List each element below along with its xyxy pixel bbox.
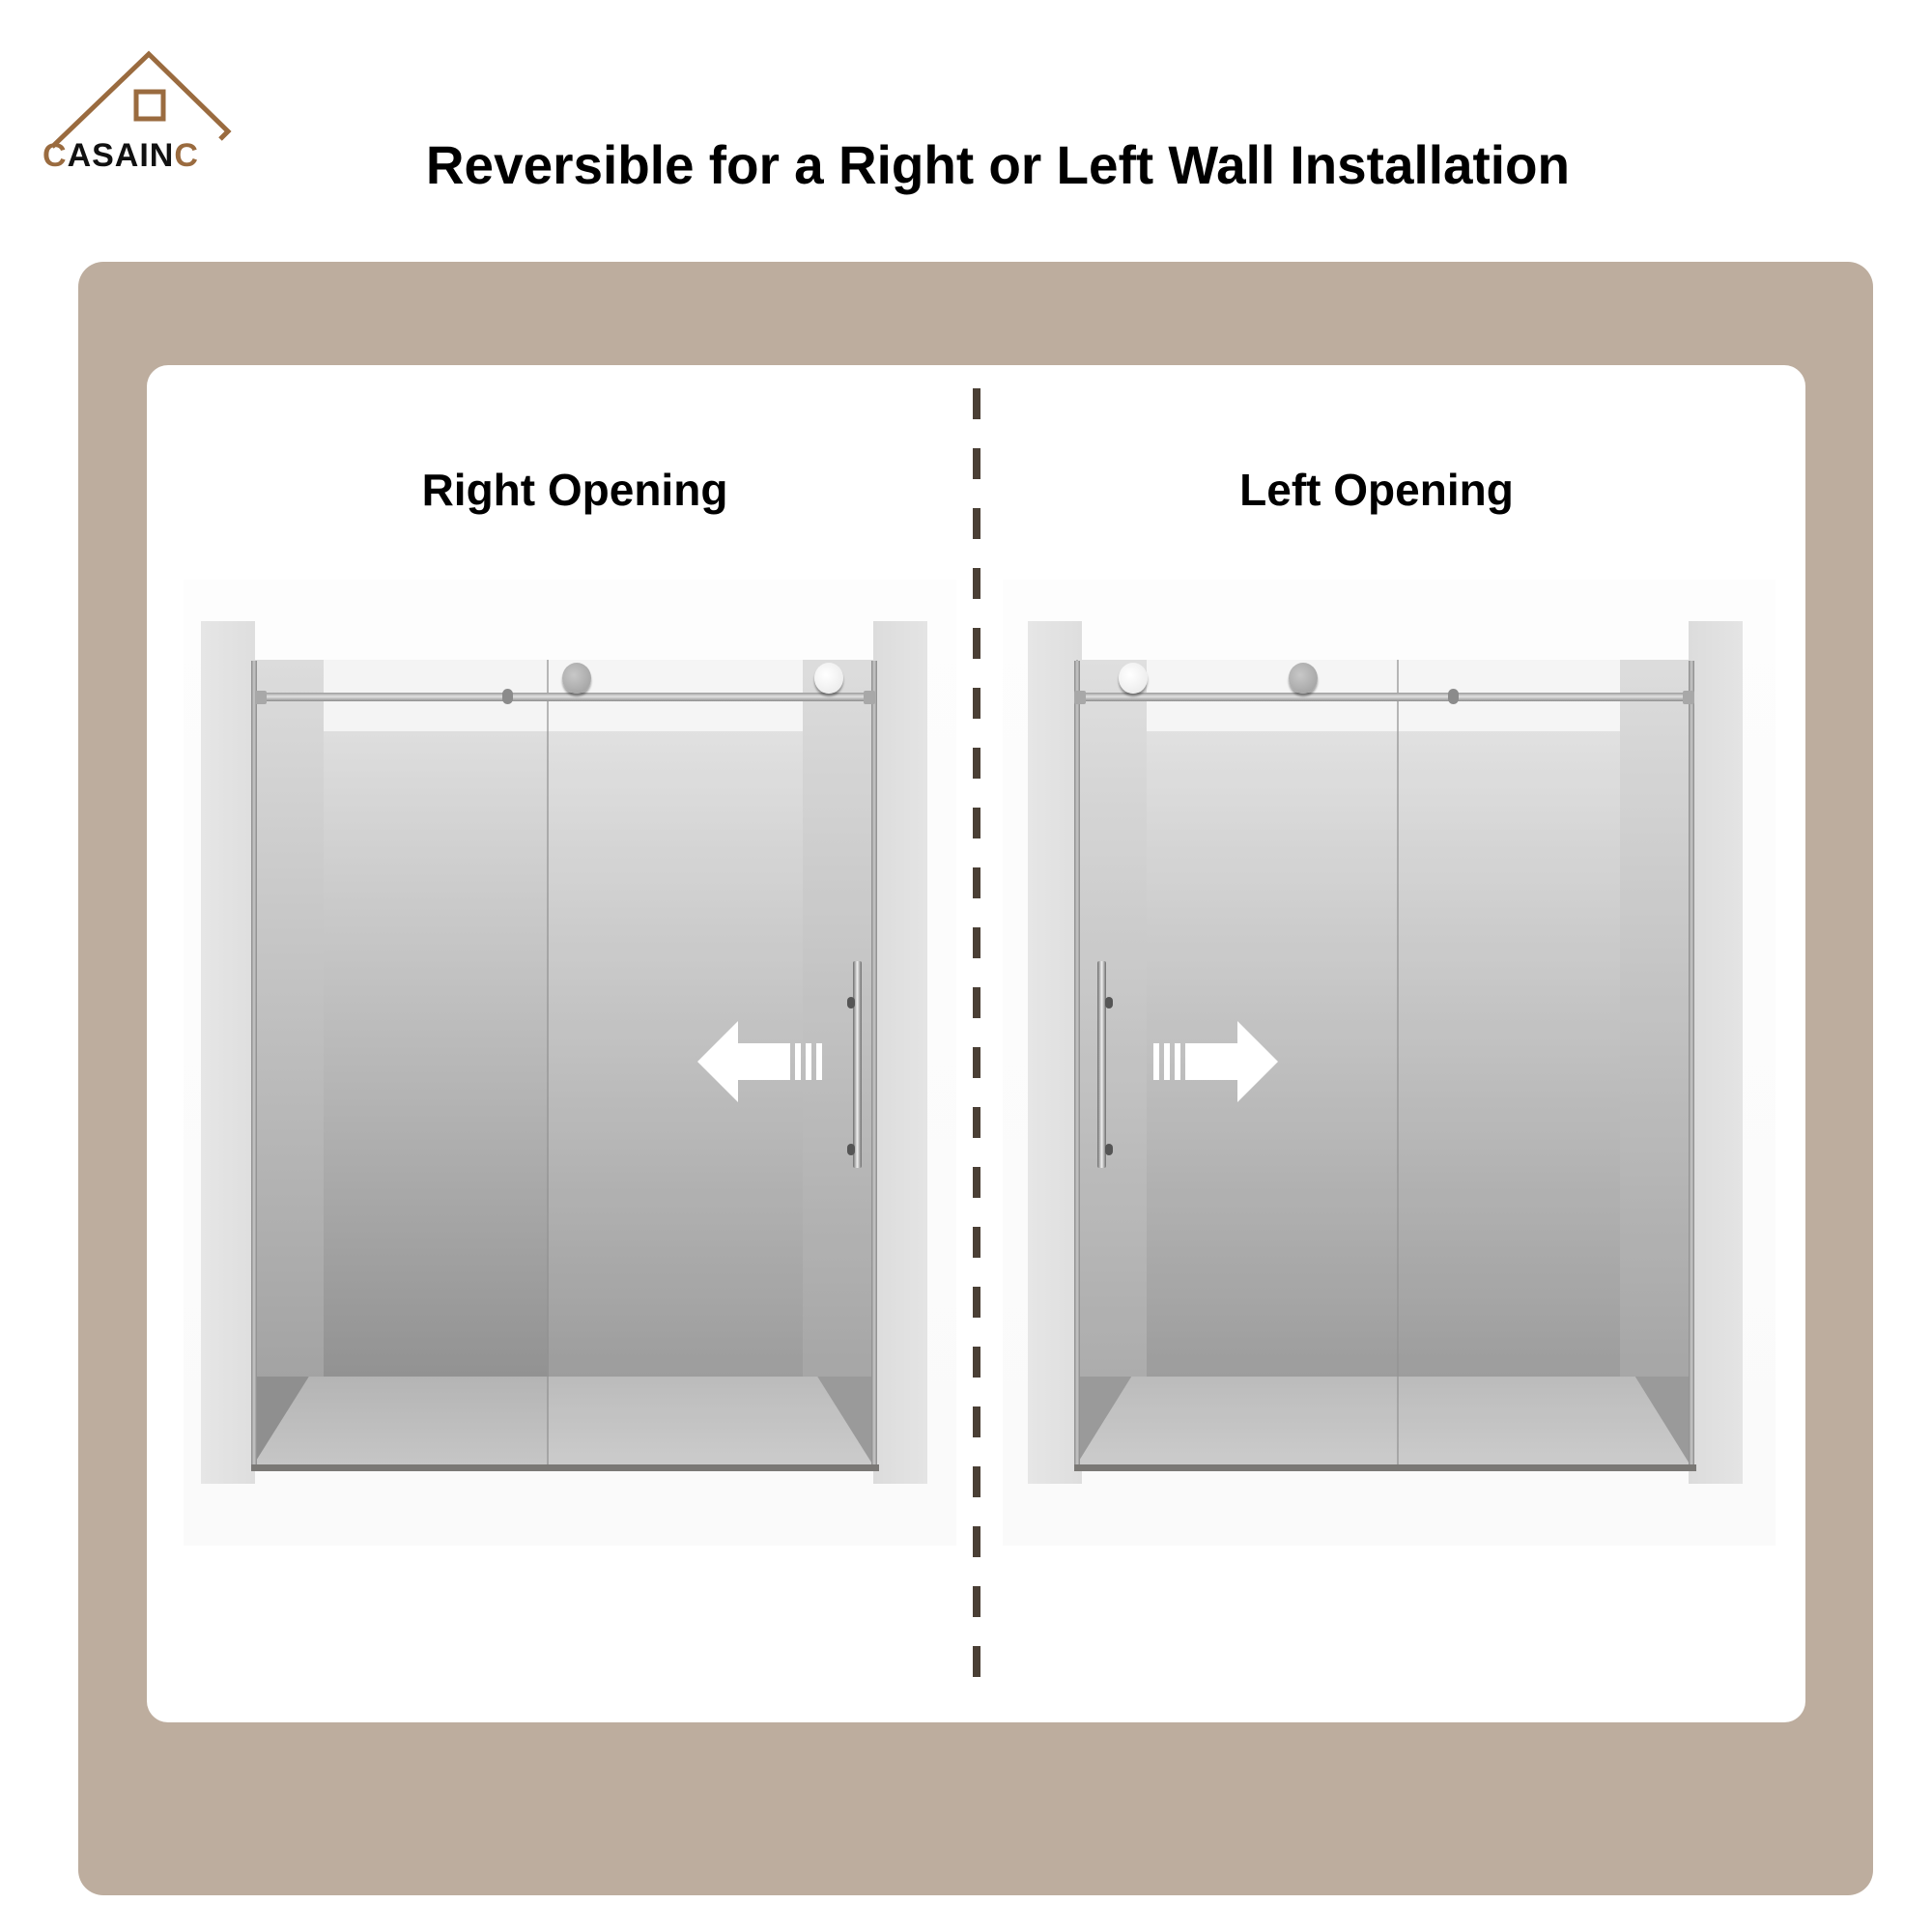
roller-wheel (814, 663, 843, 694)
house-roof-icon (50, 50, 232, 149)
shower-enclosure (1076, 660, 1690, 1465)
wall-channel-right (1689, 661, 1694, 1466)
shower-floor (253, 1377, 873, 1465)
wall-channel-right (871, 661, 877, 1466)
door-handle (1097, 961, 1106, 1168)
arrow-left-icon (697, 1021, 822, 1102)
heading-right-opening: Right Opening (421, 465, 728, 515)
bottom-track (251, 1464, 879, 1471)
rail-stopper (502, 689, 513, 704)
shower-scene-left-opening (1003, 580, 1785, 1546)
fixed-glass-panel (1397, 660, 1689, 1465)
roller-wheel (1119, 663, 1148, 694)
wall-channel-left (251, 661, 257, 1466)
top-rail (257, 693, 875, 701)
shower-floor (1076, 1377, 1690, 1465)
arrow-right-icon (1153, 1021, 1278, 1102)
top-rail (1076, 693, 1694, 701)
shower-scene-right-opening (184, 580, 966, 1546)
left-wall (201, 621, 255, 1484)
rail-stopper (1448, 689, 1459, 704)
roller-wheel (562, 663, 591, 694)
right-wall (873, 621, 927, 1484)
dashed-divider (973, 388, 980, 1692)
page-title: Reversible for a Right or Left Wall Inst… (425, 134, 1571, 195)
door-handle (853, 961, 862, 1168)
heading-left-opening: Left Opening (1239, 465, 1514, 515)
right-wall (1689, 621, 1743, 1484)
bottom-track (1074, 1464, 1696, 1471)
brand-name: CASAINC (43, 137, 199, 174)
left-wall (1028, 621, 1082, 1484)
brand-logo: CASAINC (39, 48, 242, 174)
roller-wheel (1289, 663, 1318, 694)
wall-channel-left (1074, 661, 1080, 1466)
